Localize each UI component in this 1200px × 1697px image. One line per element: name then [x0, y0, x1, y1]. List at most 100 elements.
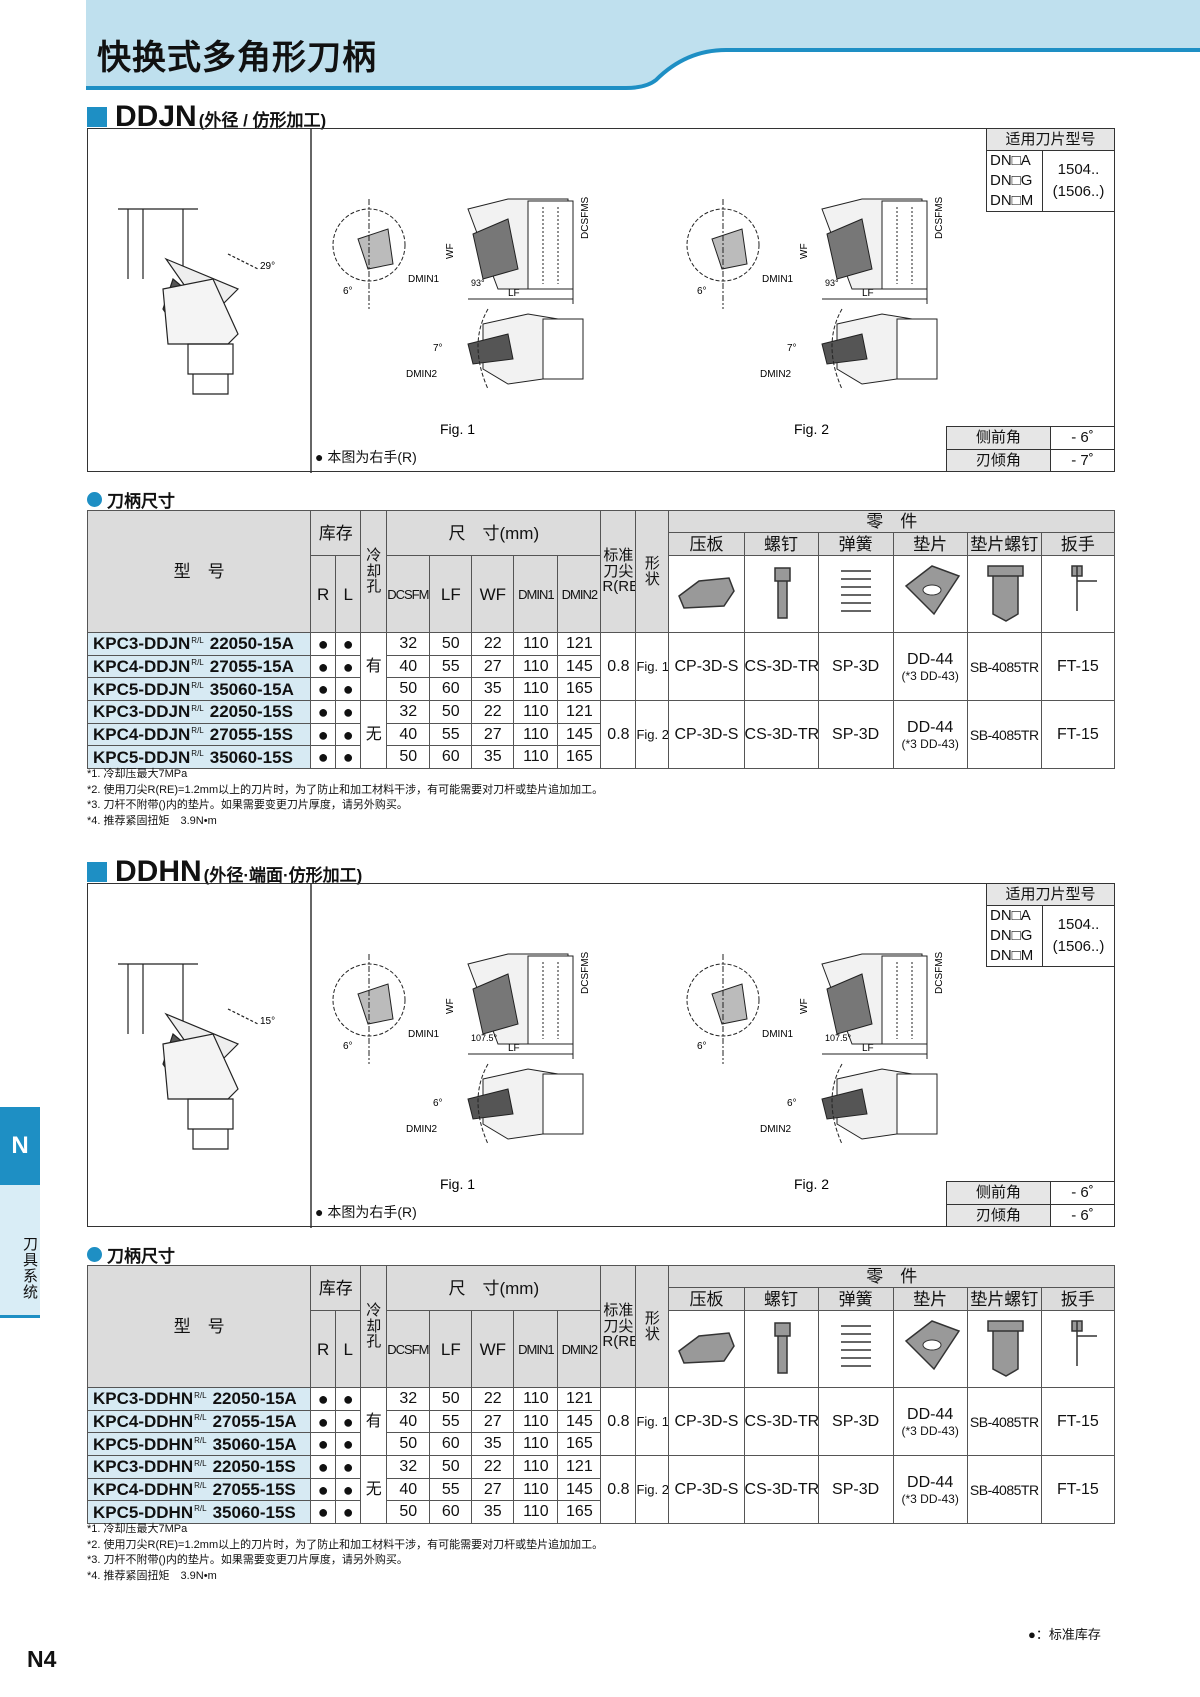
angle-value: - 6˚ — [1071, 429, 1094, 446]
header-dimensions: 尺 寸(mm) — [386, 510, 602, 556]
wf-value: 35 — [471, 1432, 515, 1457]
section-subtitle: (外径·端面·仿形加工) — [203, 866, 363, 885]
stock-left: ● — [335, 677, 362, 702]
header-coolant: 冷却孔 — [360, 1265, 388, 1388]
shim-screw-icon — [986, 1320, 1024, 1377]
header-spring: 弹簧 — [817, 1287, 894, 1311]
dmin1-label: DMIN1 — [408, 274, 440, 285]
model-suffix: 27055-15S — [212, 1480, 296, 1500]
spring-icon — [840, 1325, 871, 1367]
model-hand: R/L — [191, 726, 204, 736]
lf-value: 55 — [429, 654, 473, 679]
wrench-part-image — [1040, 1310, 1116, 1388]
dmin2-value: 145 — [557, 654, 602, 679]
dmin2-value: 145 — [557, 722, 602, 747]
screw-part: CS-3D-TR — [743, 700, 819, 770]
model-suffix: 27055-15A — [212, 1412, 297, 1432]
angle-name: 刃倾角 — [947, 1205, 1051, 1226]
header-dmin1: DMIN1 — [513, 555, 559, 633]
shim-part: DD-44(*3 DD-43) — [892, 1386, 968, 1457]
wf-value: 22 — [471, 632, 515, 656]
shim-icon — [904, 565, 960, 616]
shim-part: DD-44(*3 DD-43) — [892, 1455, 968, 1525]
page-header-band — [86, 0, 1200, 92]
lf-value: 55 — [429, 722, 473, 747]
header-lf: LF — [429, 1310, 473, 1388]
stock-right: ● — [310, 654, 337, 679]
shim-code: DD-44 — [907, 1405, 954, 1423]
holder-overview-illustration — [118, 208, 259, 395]
clamp-part: CP-3D-S — [668, 631, 745, 702]
shim-code: DD-44 — [907, 650, 954, 668]
shim-alt-code: (*3 DD-43) — [901, 736, 959, 751]
shape-label: 形状 — [644, 1309, 660, 1343]
dmin1-label: DMIN1 — [408, 1029, 440, 1040]
coolant-label: 冷却孔 — [366, 1301, 382, 1351]
spring-part-image — [817, 1310, 894, 1388]
lf-value: 60 — [429, 677, 473, 702]
footnote: *1. 冷却压最大7MPa — [87, 1523, 188, 1535]
model-suffix: 22050-15A — [209, 634, 294, 654]
dcsfms-label: DCSFMS — [580, 196, 591, 239]
coolant-hole: 无 — [360, 700, 388, 770]
dmin1-value: 110 — [513, 722, 559, 747]
header-parts: 零 件 — [668, 510, 1115, 533]
header-shim: 垫片 — [892, 532, 968, 556]
fig-1-drawing — [332, 953, 584, 1145]
stock-legend: ●：标准库存 — [1028, 1627, 1101, 1642]
side-tab-n[interactable]: N — [0, 1107, 40, 1185]
dmin2-value: 121 — [557, 632, 602, 656]
dmin2-label: DMIN2 — [406, 1124, 438, 1135]
wf-value: 22 — [471, 700, 515, 724]
spring-part: SP-3D — [817, 631, 894, 702]
footnotes: *1. 冷却压最大7MPa*2. 使用刀尖R(RE)=1.2mm以上的刀片时，为… — [87, 767, 603, 829]
header-wrench: 扳手 — [1040, 1287, 1116, 1311]
dmin1-value: 110 — [513, 1387, 559, 1411]
wf-value: 22 — [471, 1387, 515, 1411]
nose-radius-label: 标准刀尖R(RE) — [602, 546, 635, 596]
footnote: *2. 使用刀尖R(RE)=1.2mm以上的刀片时，为了防止和加工材料干涉，有可… — [87, 1538, 604, 1551]
wrench-part: FT-15 — [1040, 1386, 1116, 1457]
angle-row: 刃倾角- 6˚ — [947, 1204, 1114, 1226]
dmin1-label: DMIN1 — [762, 1029, 794, 1040]
wf-label: WF — [445, 243, 456, 259]
stock-right: ● — [310, 1409, 337, 1434]
header-dmin2: DMIN2 — [557, 1310, 602, 1388]
section-square-icon — [87, 107, 107, 127]
shim-code: DD-44 — [907, 1473, 954, 1491]
dcsfms-value: 50 — [386, 677, 431, 702]
model-hand: R/L — [194, 1390, 207, 1400]
section-square-icon — [87, 862, 107, 882]
clamp-part-image — [668, 1310, 745, 1388]
model-prefix: KPC3-DDHN — [93, 1389, 194, 1409]
section-heading: DDJN(外径 / 仿形加工) — [87, 100, 326, 134]
stock-right: ● — [310, 722, 337, 747]
dmin1-value: 110 — [513, 745, 559, 770]
side-tab-label: 刀具系统 — [0, 1185, 40, 1318]
wf-label: WF — [445, 998, 456, 1014]
table-title: 刀柄尺寸 — [107, 1247, 175, 1266]
model-suffix: 22050-15S — [212, 1457, 296, 1477]
angle-name: 侧前角 — [947, 1182, 1051, 1204]
shape-figure: Fig. 2 — [635, 700, 670, 770]
stock-left: ● — [335, 1500, 362, 1525]
header-parts: 零 件 — [668, 1265, 1115, 1288]
fig-2-caption: Fig. 2 — [794, 1176, 829, 1192]
insert-code: 1504.. — [1057, 916, 1100, 933]
model-hand: R/L — [191, 635, 204, 645]
model-prefix: KPC4-DDHN — [93, 1412, 194, 1432]
wf-value: 27 — [471, 722, 515, 747]
dcsfms-value: 32 — [386, 1387, 431, 1411]
header-wf: WF — [471, 1310, 515, 1388]
model-prefix: KPC4-DDJN — [93, 657, 191, 677]
footnote: *1. 冷却压最大7MPa — [87, 768, 188, 780]
angle-a2-label: 7° — [433, 343, 443, 354]
dmin2-value: 121 — [557, 1387, 602, 1411]
